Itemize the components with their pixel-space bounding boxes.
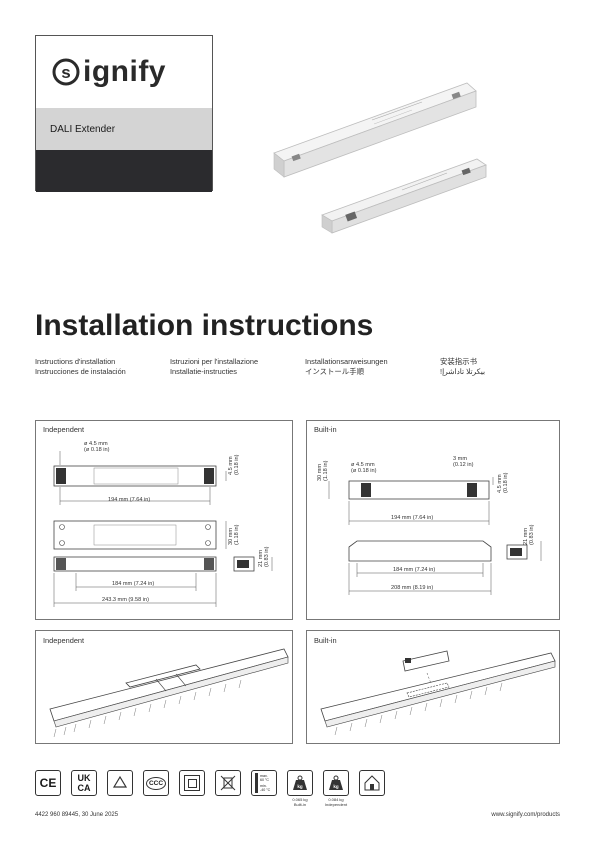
- svg-text:kg: kg: [297, 784, 303, 789]
- panel-label: Independent: [43, 425, 85, 434]
- dim-len208: 208 mm (8.19 in): [391, 585, 434, 591]
- panel-builtin-mounting: Built-in: [306, 630, 560, 744]
- dim-h45: 4.5 mm(0.18 in): [228, 454, 240, 475]
- dim-h21: 21 mm(0.83 in): [523, 524, 535, 545]
- dim-len194: 194 mm (7.64 in): [391, 515, 434, 521]
- dim-len184: 184 mm (7.24 in): [393, 567, 436, 573]
- builtin-mounting-drawing: [320, 650, 556, 736]
- lang-zh: 安装指示书: [440, 357, 477, 366]
- lang-ar: !بيكرتلا تاداشرإ: [440, 367, 486, 376]
- signify-logo: s ignify: [36, 36, 212, 108]
- document-code: 4422 960 89445, 30 June 2025: [35, 812, 119, 818]
- logo-wordmark: ignify: [83, 55, 166, 88]
- ukca-bottom: CA: [77, 783, 91, 793]
- dim-h45: 4.5 mm(0.18 in): [497, 472, 509, 493]
- brand-box: s ignify DALI Extender: [35, 35, 213, 192]
- weight-independent-icon: kg: [323, 770, 349, 796]
- panel-independent-dimensions: Independent ø 4.5 mm(ø 0.18 in) 4.5: [35, 420, 293, 620]
- rcm-mark-icon: [107, 770, 133, 796]
- brand-dark-band: [36, 150, 212, 192]
- signify-s-icon: s: [52, 58, 80, 86]
- lang-de: Installationsanweisungen: [305, 357, 388, 366]
- panel-builtin-dimensions: Built-in 30 mm(1.18 in) ø 4.5 mm(ø 0.18 …: [306, 420, 560, 620]
- ccc-mark-icon: CCC: [143, 770, 169, 796]
- svg-text:s: s: [61, 63, 70, 82]
- independent-dimension-drawing: [53, 451, 273, 607]
- svg-text:kg: kg: [333, 784, 339, 789]
- panel-label: Built-in: [314, 636, 337, 645]
- lang-es: Instrucciones de instalación: [35, 367, 126, 376]
- panel-label: Built-in: [314, 425, 337, 434]
- lang-nl: Installatie-instructies: [170, 367, 237, 376]
- indoor-use-icon: [359, 770, 385, 796]
- lang-col-4: 安装指示书 !بيكرتلا تاداشرإ: [440, 357, 485, 377]
- dim-h21: 21 mm(0.83 in): [258, 546, 270, 567]
- website-link[interactable]: www.signify.com/products: [491, 812, 560, 818]
- dim-len194: 194 mm (7.64 in): [108, 497, 151, 503]
- lang-col-3: Installationsanweisungen インストール手順: [305, 357, 388, 377]
- page-title: Installation instructions: [35, 309, 374, 342]
- dim-hole: ø 4.5 mm(ø 0.18 in): [351, 462, 377, 474]
- lang-col-1: Instructions d'installation Instruccione…: [35, 357, 126, 377]
- product-image: [273, 82, 487, 234]
- dim-h30: 30 mm(1.18 in): [317, 460, 329, 481]
- class-ii-icon: [179, 770, 205, 796]
- weight-builtin-icon: kg: [287, 770, 313, 796]
- lang-ja: インストール手順: [305, 367, 364, 376]
- lang-fr: Instructions d'installation: [35, 357, 116, 366]
- dim-h30: 30 mm(1.18 in): [228, 524, 240, 545]
- lang-col-2: Istruzioni per l'installazione Installat…: [170, 357, 258, 377]
- panel-independent-mounting: Independent: [35, 630, 293, 744]
- product-name: DALI Extender: [36, 108, 212, 150]
- ukca-mark-icon: UK CA: [71, 770, 97, 796]
- dim-hole: ø 4.5 mm(ø 0.18 in): [84, 441, 110, 453]
- weee-bin-icon: [215, 770, 241, 796]
- dim-len243: 243.3 mm (9.58 in): [102, 597, 149, 603]
- builtin-dimension-drawing: [328, 477, 542, 595]
- dim-len184: 184 mm (7.24 in): [112, 581, 155, 587]
- ukca-top: UK: [77, 773, 91, 783]
- panel-label: Independent: [43, 636, 85, 645]
- independent-mounting-drawing: [49, 648, 289, 738]
- ce-mark-icon: CE: [35, 770, 61, 796]
- dim-w3: 3 mm(0.12 in): [453, 456, 474, 468]
- temperature-icon: max.60 °C min.-40 °C: [251, 770, 277, 796]
- lang-it: Istruzioni per l'installazione: [170, 357, 259, 366]
